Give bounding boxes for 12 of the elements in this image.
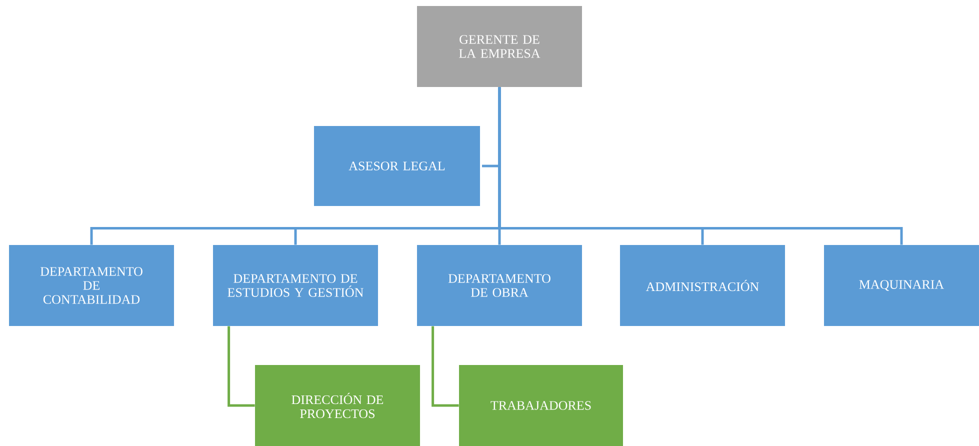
connector-line — [432, 326, 459, 407]
department-box: ASESOR LEGAL — [312, 124, 482, 208]
connector-line — [498, 87, 903, 245]
department-box: ADMINISTRACIÓN — [620, 245, 785, 326]
department-box: DEPARTAMENTO DE CONTABILIDAD — [9, 245, 174, 326]
department-box: MAQUINARIA — [824, 245, 979, 326]
department-box: DEPARTAMENTO DE ESTUDIOS Y GESTIÓN — [213, 245, 378, 326]
sub-unit-box: TRABAJADORES — [459, 365, 623, 446]
manager-box: GERENTE DE LA EMPRESA — [417, 6, 582, 87]
sub-unit-box: DIRECCIÓN DE PROYECTOS — [255, 365, 420, 446]
connector-line — [228, 326, 255, 407]
department-box: DEPARTAMENTO DE OBRA — [417, 245, 582, 326]
